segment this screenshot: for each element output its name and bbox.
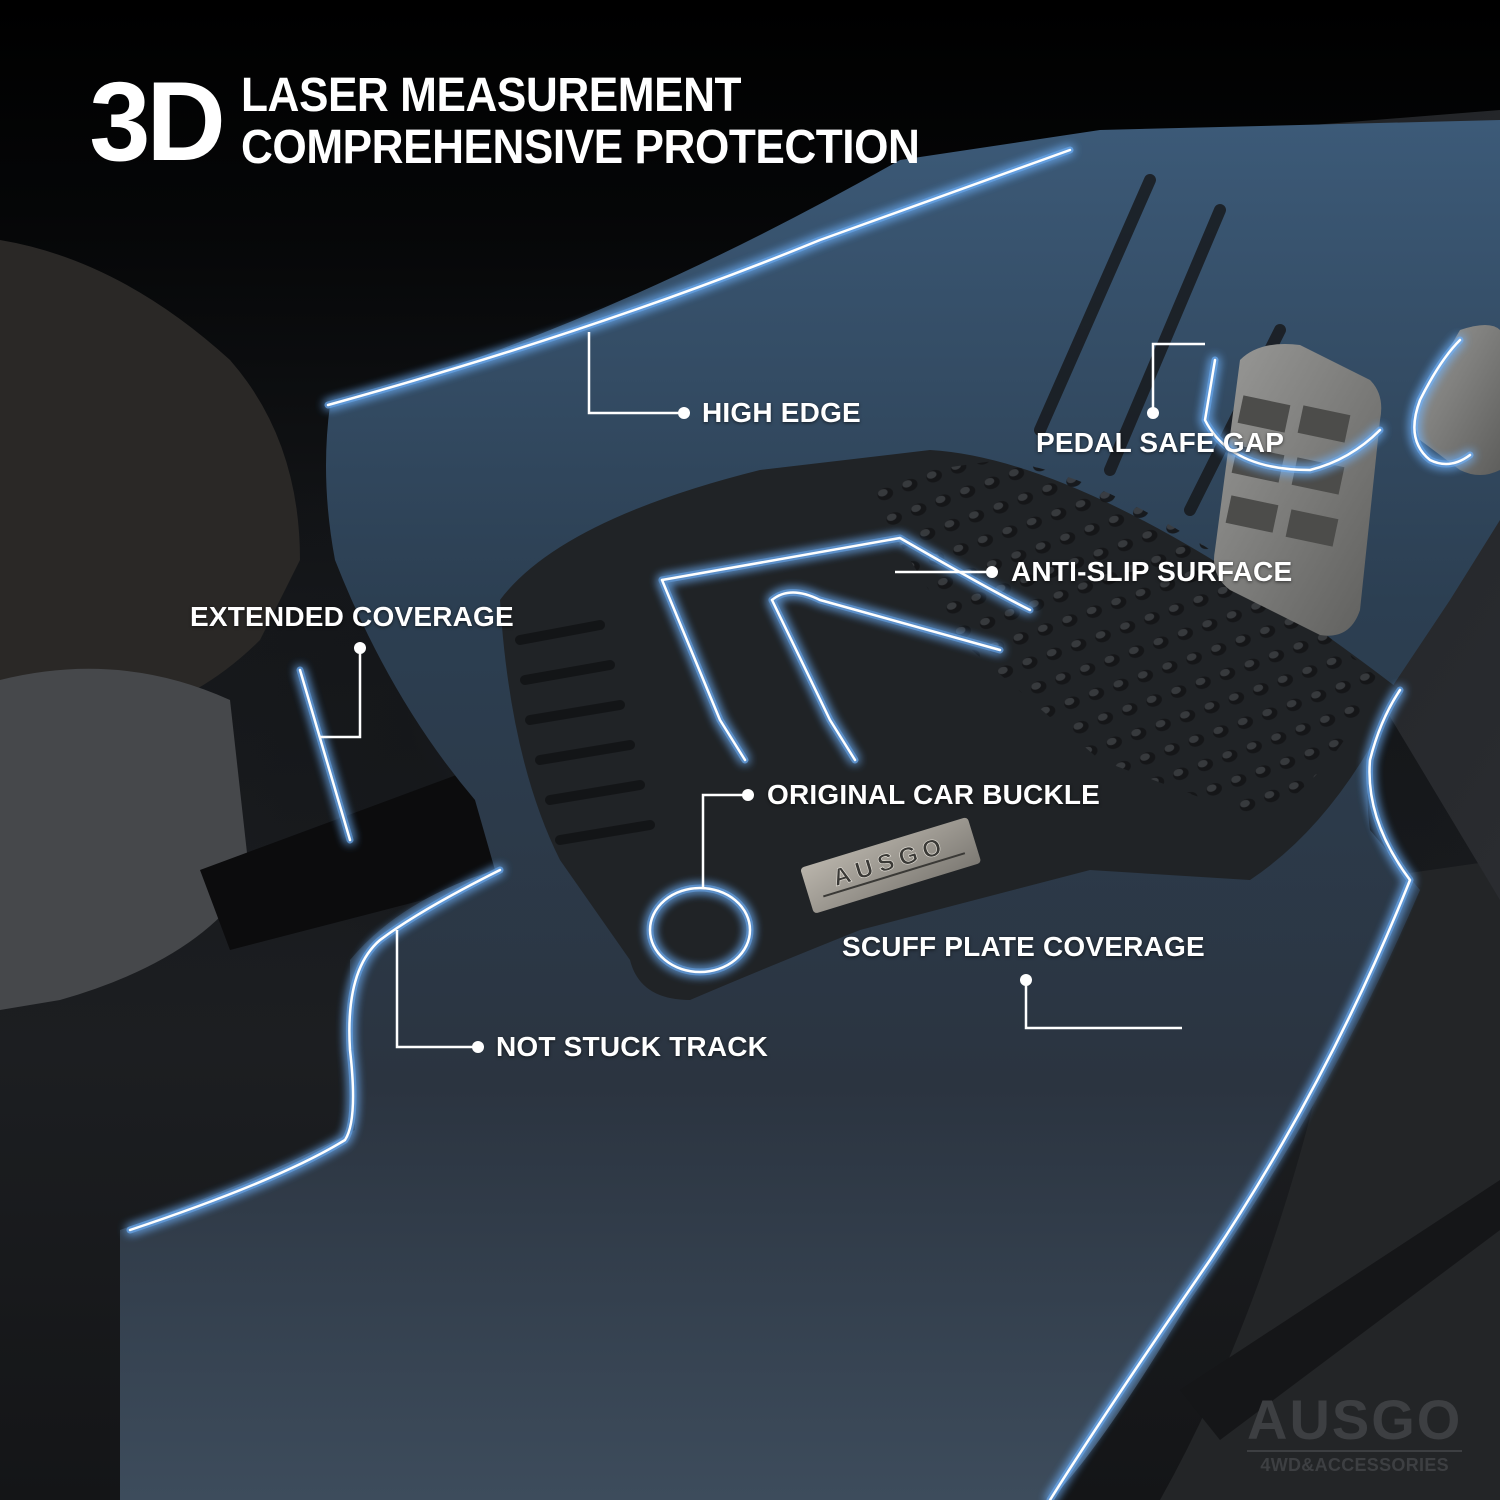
outline-lines [128,148,1472,1500]
accelerator-pedal [1415,325,1500,475]
callout-scuff-plate-coverage: SCUFF PLATE COVERAGE [842,931,1205,962]
dot-original-car-buckle [742,789,754,801]
callout-dots [354,407,1159,1053]
brand-divider [1247,1450,1463,1452]
sill-groove [1180,1180,1500,1440]
callout-pedal-safe-gap: PEDAL SAFE GAP [1036,427,1285,458]
headline-3d: 3D [89,59,225,184]
brand-name: AUSGO [1247,1388,1463,1451]
callout-high-edge: HIGH EDGE [702,397,861,428]
callout-not-stuck-track: NOT STUCK TRACK [496,1031,769,1062]
brand-tagline: 4WD&ACCESSORIES [1260,1455,1449,1475]
dot-high-edge [678,407,690,419]
seat-rail [200,770,500,950]
anti-slip-texture [860,460,1380,820]
leader-pedal-safe-gap [1151,342,1205,413]
callout-anti-slip-surface: ANTI-SLIP SURFACE [1011,556,1293,587]
callout-original-car-buckle: ORIGINAL CAR BUCKLE [767,779,1101,810]
seat-cushion [0,240,300,760]
leader-high-edge [587,332,684,415]
headline: 3D LASER MEASUREMENT COMPREHENSIVE PROTE… [88,66,979,178]
headline-line-2: COMPREHENSIVE PROTECTION [241,121,920,174]
callout-extended-coverage: EXTENDED COVERAGE [190,601,514,632]
door-sill [1160,860,1500,1500]
brake-pedal [1214,344,1382,636]
leader-not-stuck-track [395,930,478,1049]
seat-base [0,668,250,1010]
brand-watermark: AUSGO 4WD&ACCESSORIES [1247,1388,1463,1476]
dot-not-stuck-track [472,1041,484,1053]
leader-scuff-plate-coverage [1024,980,1182,1030]
leader-extended-coverage [320,648,362,739]
headline-subtitle: LASER MEASUREMENT COMPREHENSIVE PROTECTI… [241,70,978,174]
leader-original-car-buckle [701,793,748,888]
dot-pedal-safe-gap [1147,407,1159,419]
callout-leaders [320,332,1205,1049]
dot-anti-slip-surface [986,566,998,578]
ausgo-badge: AUSGO [800,817,981,913]
mat-ribs [515,620,655,845]
headline-line-1: LASER MEASUREMENT [241,69,742,122]
dot-extended-coverage [354,642,366,654]
dot-scuff-plate-coverage [1020,974,1032,986]
